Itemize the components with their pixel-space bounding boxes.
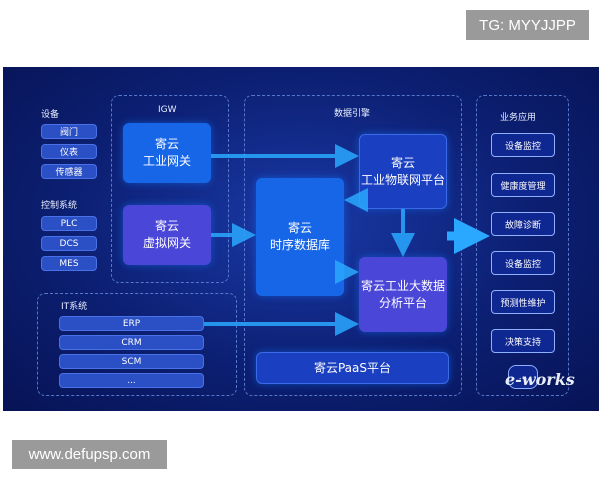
apps-title: 业务应用 [500, 113, 537, 123]
tsdb-block: 寄云 时序数据库 [256, 178, 344, 296]
control-dcs: DCS [41, 236, 97, 251]
app-more: ... [508, 365, 538, 389]
virtual-gateway-line1: 寄云 [154, 219, 179, 233]
data-engine-title: 数据引擎 [334, 109, 371, 119]
bigdata-line1: 寄云工业大数据 [360, 278, 445, 293]
industrial-gateway-line1: 寄云 [154, 137, 179, 151]
watermark-top: TG: MYYJJPP [466, 10, 589, 40]
industrial-gateway-line2: 工业网关 [142, 154, 191, 168]
industrial-gateway-block: 寄云 工业网关 [123, 123, 211, 183]
tsdb-line2: 时序数据库 [269, 238, 330, 252]
control-mes: MES [41, 256, 97, 271]
device-meter: 仪表 [41, 144, 97, 159]
tsdb-line1: 寄云 [287, 221, 312, 235]
app-predictive-maintenance: 预测性维护 [491, 290, 555, 314]
bigdata-line2: 分析平台 [378, 295, 427, 310]
watermark-bottom: www.defupsp.com [12, 440, 167, 469]
app-health-management: 健康度管理 [491, 173, 555, 197]
virtual-gateway-line2: 虚拟网关 [142, 236, 191, 250]
it-erp: ERP [59, 316, 204, 331]
app-device-monitoring: 设备监控 [491, 133, 555, 157]
igw-title: IGW [158, 105, 177, 115]
igw-panel [111, 95, 229, 283]
flow-arrows [204, 144, 490, 336]
device-sensor: 传感器 [41, 164, 97, 179]
it-title: IT系统 [61, 302, 88, 312]
it-scm: SCM [59, 354, 204, 369]
app-device-monitoring-2: 设备监控 [491, 251, 555, 275]
devices-title: 设备 [41, 110, 60, 120]
iot-platform-line1: 寄云 [390, 155, 415, 170]
paas-platform-block: 寄云PaaS平台 [256, 352, 449, 384]
control-title: 控制系统 [41, 201, 78, 211]
it-systems-panel [37, 293, 237, 396]
it-crm: CRM [59, 335, 204, 350]
it-more: ... [59, 373, 204, 388]
e-works-logo: e-works [505, 370, 575, 389]
paas-label: 寄云PaaS平台 [313, 360, 392, 375]
architecture-diagram: 设备 阀门 仪表 传感器 控制系统 PLC DCS MES IT系统 ERP C… [3, 67, 599, 411]
control-plc: PLC [41, 216, 97, 231]
bigdata-platform-block: 寄云工业大数据 分析平台 [359, 257, 447, 332]
virtual-gateway-block: 寄云 虚拟网关 [123, 205, 211, 265]
iot-platform-line2: 工业物联网平台 [360, 172, 445, 187]
app-fault-diagnosis: 故障诊断 [491, 212, 555, 236]
device-valve: 阀门 [41, 124, 97, 139]
app-decision-support: 决策支持 [491, 329, 555, 353]
iot-platform-block: 寄云 工业物联网平台 [359, 134, 447, 209]
